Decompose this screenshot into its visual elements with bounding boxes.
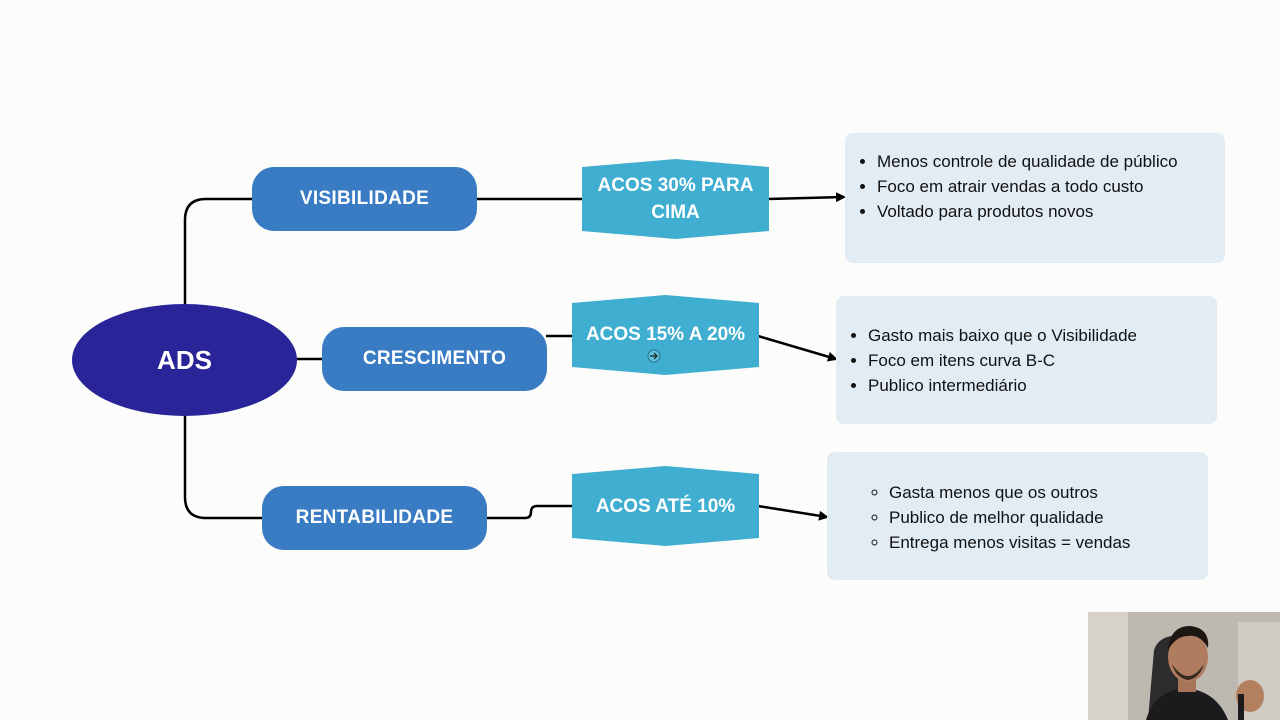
acos-label: ACOS 15% A 20% (585, 324, 746, 345)
connector-root-visibilidade (183, 197, 252, 304)
branch-label: RENTABILIDADE (295, 507, 454, 528)
info-box-visibilidade: Menos controle de qualidade de público F… (845, 133, 1225, 263)
root-label: ADS (157, 344, 212, 375)
branch-label: CRESCIMENTO (362, 348, 507, 369)
list-item: Gasto mais baixo que o Visibilidade (868, 323, 1217, 348)
list-item: Menos controle de qualidade de público (877, 149, 1225, 174)
acos-node-visibilidade: ACOS 30% PARA CIMA (582, 159, 769, 239)
bullet-list: Gasta menos que os outros Publico de mel… (827, 480, 1208, 555)
list-item: Voltado para produtos novos (877, 199, 1225, 224)
arrow-cursor-icon (647, 349, 661, 363)
list-item: Foco em itens curva B-C (868, 348, 1217, 373)
list-item: Publico de melhor qualidade (889, 505, 1208, 530)
list-item: Entrega menos visitas = vendas (889, 530, 1208, 555)
acos-label: ACOS ATÉ 10% (595, 495, 736, 517)
branch-node-visibilidade: VISIBILIDADE (252, 167, 477, 231)
presenter-webcam (1088, 612, 1280, 720)
list-item: Foco em atrair vendas a todo custo (877, 174, 1225, 199)
branch-node-rentabilidade: RENTABILIDADE (262, 486, 487, 550)
acos-node-crescimento: ACOS 15% A 20% (572, 295, 759, 375)
presenter-image (1088, 612, 1280, 720)
root-node-ads: ADS (72, 304, 297, 416)
list-item: Publico intermediário (868, 373, 1217, 398)
arrow-visibilidade-info (767, 192, 846, 203)
info-box-rentabilidade: Gasta menos que os outros Publico de mel… (827, 452, 1208, 580)
arrow-rentabilidade-info (757, 504, 829, 521)
acos-label: ACOS 30% PARA CIMA (597, 175, 754, 223)
branch-node-crescimento: CRESCIMENTO (322, 327, 547, 391)
acos-node-rentabilidade: ACOS ATÉ 10% (572, 466, 759, 546)
bullet-list: Menos controle de qualidade de público F… (845, 149, 1225, 224)
branch-label: VISIBILIDADE (299, 188, 430, 209)
bullet-list: Gasto mais baixo que o Visibilidade Foco… (836, 323, 1217, 398)
list-item: Gasta menos que os outros (889, 480, 1208, 505)
info-box-crescimento: Gasto mais baixo que o Visibilidade Foco… (836, 296, 1217, 424)
connector-rentabilidade-acos (486, 504, 572, 520)
connector-root-rentabilidade (183, 416, 262, 520)
arrow-crescimento-info (757, 334, 838, 362)
